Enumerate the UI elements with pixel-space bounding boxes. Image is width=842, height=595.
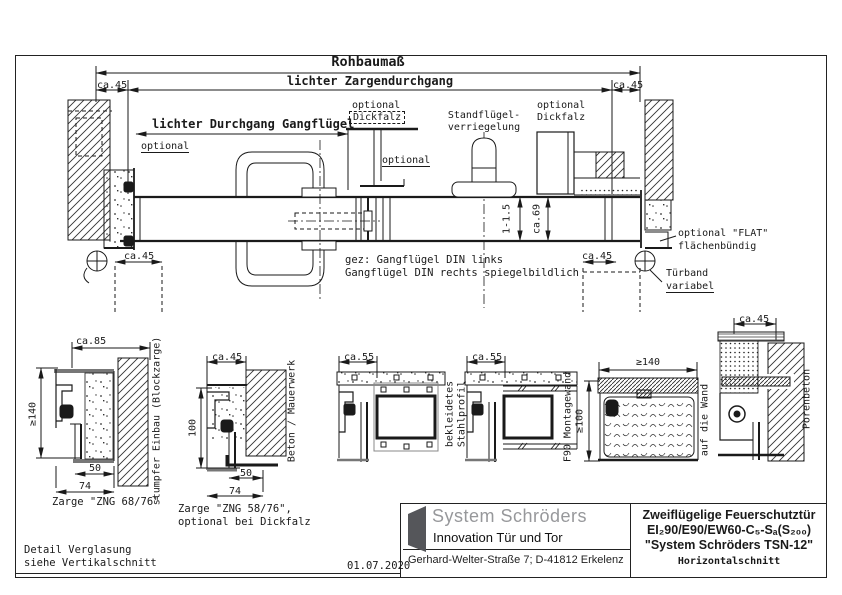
company-tagline: Innovation Tür und Tor bbox=[433, 530, 563, 545]
d2-dim-left: 100 bbox=[187, 418, 199, 438]
dim-ca45-top-left: ca.45 bbox=[97, 80, 128, 91]
d1-dim-left: ≥140 bbox=[27, 401, 39, 427]
page-border bbox=[15, 55, 827, 578]
d1-caption: Zarge "ZNG 68/76" bbox=[52, 496, 160, 508]
drawing-date: 01.07.2020 bbox=[347, 560, 411, 572]
company-name: System Schröders bbox=[432, 506, 588, 526]
d4-side-label: F90 Montagewand bbox=[562, 371, 574, 463]
main-section-drawing bbox=[67, 66, 677, 312]
d6-side-label: Porenbeton bbox=[801, 368, 813, 430]
note-verglasung-1: Detail Verglasung bbox=[24, 544, 132, 556]
company-logo bbox=[408, 506, 426, 552]
d6-dim-top: ca.45 bbox=[739, 314, 770, 325]
detail-stahlprofil bbox=[336, 356, 446, 462]
dim-ca45-top-right: ca.45 bbox=[613, 80, 644, 91]
label-flat-2: flächenbündig bbox=[678, 241, 757, 252]
label-flat-1: optional "FLAT" bbox=[678, 228, 769, 239]
label-optional-dickfalz-right-1: optional bbox=[537, 100, 586, 111]
label-standfluegel-2: verriegelung bbox=[447, 122, 521, 133]
dim-zargendurchgang: lichter Zargendurchgang bbox=[286, 74, 454, 88]
dim-rohbaumass: Rohbaumaß bbox=[331, 54, 405, 70]
label-optional-left: optional bbox=[141, 141, 190, 153]
d2-caption-2: optional bei Dickfalz bbox=[178, 516, 311, 528]
company-address: Gerhard-Welter-Straße 7; D-41812 Erkelen… bbox=[408, 554, 624, 566]
dim-ca45-bottom-left: ca.45 bbox=[124, 251, 155, 262]
d1-side-label: stumpfer Einbau (Blockzarge) bbox=[151, 336, 163, 506]
label-optional-dickfalz-left-2: Dickfalz bbox=[349, 111, 406, 124]
dim-gap: 1-1.5 bbox=[501, 203, 513, 235]
d3-dim-top: ca.55 bbox=[344, 352, 375, 363]
label-optional-dickfalz-left-1: optional bbox=[352, 100, 401, 111]
d2-dim-50: 50 bbox=[239, 468, 253, 479]
label-tuerband-1: Türband bbox=[666, 268, 709, 279]
label-tuerband-2: variabel bbox=[666, 281, 715, 293]
d5-dim-left: ≥100 bbox=[574, 408, 586, 434]
product-system: "System Schröders TSN-12" bbox=[644, 538, 814, 552]
d2-dim-74: 74 bbox=[228, 486, 242, 497]
note-gez-2: Gangflügel DIN rechts spiegelbildlich bbox=[345, 267, 579, 279]
d1-dim-74: 74 bbox=[78, 481, 92, 492]
section-type: Horizontalschnitt bbox=[677, 556, 781, 567]
d5-dim-top: ≥140 bbox=[635, 357, 661, 368]
detail-montagewand bbox=[464, 356, 578, 462]
d2-side-label: Beton / Mauerwerk bbox=[286, 359, 298, 463]
product-title: Zweiflügelige Feuerschutztür bbox=[642, 508, 816, 522]
d2-caption-1: Zarge "ZNG 58/76", bbox=[178, 503, 292, 515]
d5-side-label: auf die Wand bbox=[699, 383, 711, 457]
dim-leaf-thickness: ca.69 bbox=[531, 203, 543, 235]
detail-auf-die-wand bbox=[584, 362, 699, 462]
note-gez-1: gez: Gangflügel DIN links bbox=[345, 254, 504, 266]
d4-dim-top: ca.55 bbox=[472, 352, 503, 363]
note-verglasung-2: siehe Vertikalschnitt bbox=[24, 557, 157, 569]
label-standfluegel-1: Standflügel- bbox=[447, 110, 521, 121]
detail-zng5876 bbox=[196, 356, 287, 499]
detail-blockzarge bbox=[36, 342, 151, 495]
d3-side-label-2: Stahlprofil bbox=[456, 380, 468, 448]
dim-ca45-bottom-right: ca.45 bbox=[582, 251, 613, 262]
d3-side-label-1: bekleidetes bbox=[444, 380, 456, 448]
label-optional-mid: optional bbox=[382, 155, 431, 167]
d1-dim-50: 50 bbox=[88, 463, 102, 474]
d2-dim-top: ca.45 bbox=[212, 352, 243, 363]
detail-porenbeton bbox=[717, 318, 805, 462]
d1-dim-top: ca.85 bbox=[76, 336, 107, 347]
dim-durchgang-gangfluegel: lichter Durchgang Gangflügel bbox=[152, 117, 355, 131]
label-optional-dickfalz-right-2: Dickfalz bbox=[537, 112, 586, 123]
product-classification: EI₂90/E90/EW60-C₅-Sₐ(S₂₀₀) bbox=[646, 523, 812, 537]
